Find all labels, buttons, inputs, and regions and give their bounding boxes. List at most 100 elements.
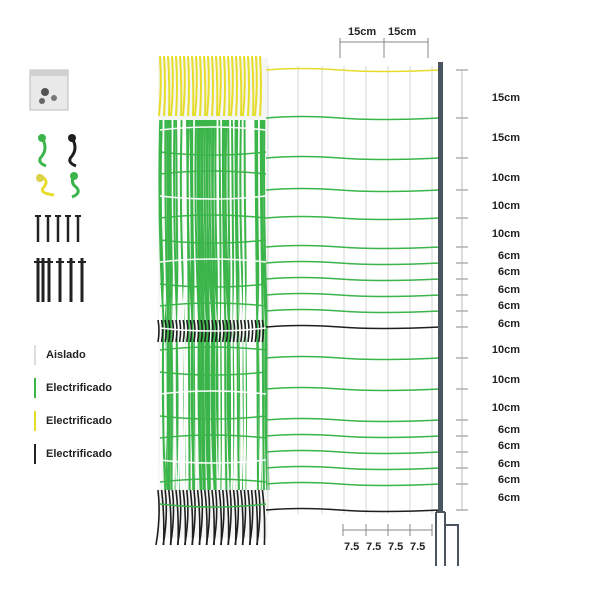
roll-top-strand	[199, 55, 202, 117]
roll-ring	[159, 327, 267, 332]
roll-ring	[159, 151, 267, 156]
roll-bottom-strand	[155, 489, 160, 546]
roll-black-strand	[157, 319, 160, 343]
roll-strand	[203, 119, 211, 491]
roll-strand	[182, 119, 187, 491]
roll-strand	[260, 119, 269, 491]
roll-ring	[159, 415, 267, 420]
net-horizontal	[265, 308, 441, 314]
roll-top-strand	[179, 55, 183, 117]
roll-bottom-strand	[176, 489, 182, 546]
roll-ring	[159, 126, 267, 131]
row-spacing-label: 10cm	[491, 172, 520, 184]
connector-cables-icon	[38, 134, 77, 168]
net-horizontal	[265, 292, 441, 298]
roll-strand	[201, 119, 210, 491]
legend-item: Electrificado	[34, 410, 112, 432]
net-horizontal	[265, 507, 441, 513]
column-spacing-label: 7.5	[388, 541, 404, 553]
roll-strand	[184, 119, 188, 491]
column-spacing-label: 7.5	[344, 541, 360, 553]
row-spacing-label: 6cm	[497, 266, 520, 278]
roll-strand	[164, 119, 170, 491]
net-horizontal	[265, 67, 441, 73]
roll-ring	[159, 459, 267, 464]
roll-strand	[245, 119, 250, 491]
row-spacing-label: 6cm	[497, 300, 520, 312]
row-spacing-label: 6cm	[497, 474, 520, 486]
roll-bottom-strand	[241, 489, 247, 546]
roll-top-strand	[170, 55, 174, 117]
roll-black-strand	[250, 319, 254, 343]
roll-ring	[159, 239, 267, 244]
roll-black-strand	[160, 319, 164, 343]
legend-label: Aislado	[46, 349, 86, 361]
roll-bottom-strand	[191, 489, 196, 546]
roll-bottom-strand	[256, 489, 261, 546]
roll-strand	[189, 119, 195, 491]
row-spacing-label: 6cm	[497, 492, 520, 504]
column-spacing-label: 7.5	[410, 541, 426, 553]
roll-strand	[241, 119, 246, 491]
roll-strand	[254, 119, 260, 491]
roll-ring	[159, 390, 267, 395]
legend-label: Electrificado	[46, 382, 113, 394]
row-spacing-label: 10cm	[491, 374, 520, 386]
row-spacing-label: 10cm	[491, 200, 520, 212]
net-horizontal	[265, 187, 441, 193]
roll-top-strand	[194, 55, 198, 117]
roll-ring	[159, 195, 267, 200]
roll-ring	[159, 371, 267, 376]
roll-strand	[222, 119, 232, 491]
roll-strand	[216, 119, 221, 491]
row-spacing-label: 10cm	[491, 228, 520, 240]
roll-top-strand	[206, 55, 210, 117]
roll-top-strand	[215, 55, 219, 117]
net-horizontal	[265, 417, 441, 423]
row-spacing-label: 6cm	[497, 250, 520, 262]
roll-top-strand	[251, 55, 255, 117]
roll-bottom-strand	[220, 489, 225, 546]
roll-top-strand	[211, 55, 214, 117]
roll-black-strand	[254, 319, 257, 343]
net-horizontal	[265, 215, 441, 221]
connector-clips-icon	[36, 172, 80, 199]
legend-swatch	[34, 411, 36, 431]
legend-swatch	[34, 444, 36, 464]
roll-ring	[159, 258, 267, 263]
legend-item: Aislado	[34, 344, 86, 366]
roll-top-strand	[175, 55, 178, 117]
roll-top-strand	[158, 55, 162, 117]
roll-ring	[159, 283, 267, 288]
roll-strand	[166, 119, 171, 491]
row-spacing-label: 15cm	[491, 92, 520, 104]
roll-top-strand	[239, 55, 243, 117]
legend-item: Electrificado	[34, 443, 112, 465]
fence-post	[435, 62, 459, 566]
net-panel	[265, 66, 441, 514]
net-horizontal	[265, 324, 441, 330]
roll-black-strand	[168, 319, 171, 343]
net-horizontal	[265, 355, 441, 361]
net-horizontal	[265, 260, 441, 266]
hardware-bag-icon	[29, 69, 69, 111]
rolled-fence	[155, 55, 270, 546]
roll-bottom-strand	[205, 489, 211, 546]
row-spacing-label: 6cm	[497, 424, 520, 436]
net-horizontal	[265, 115, 441, 121]
roll-strand	[158, 119, 167, 491]
roll-bottom-strand	[261, 489, 266, 546]
top-spacing-label: 15cm	[348, 26, 377, 38]
top-spacing-label: 15cm	[388, 26, 417, 38]
row-spacing-label: 6cm	[497, 458, 520, 470]
legend-label: Electrificado	[46, 448, 113, 460]
column-spacing-label: 7.5	[366, 541, 382, 553]
roll-bottom-strand	[212, 489, 218, 546]
row-spacing-label: 6cm	[497, 318, 520, 330]
net-horizontal	[265, 244, 441, 250]
roll-bottom-strand	[234, 489, 240, 546]
roll-strand	[259, 119, 265, 491]
net-horizontal	[265, 276, 441, 282]
